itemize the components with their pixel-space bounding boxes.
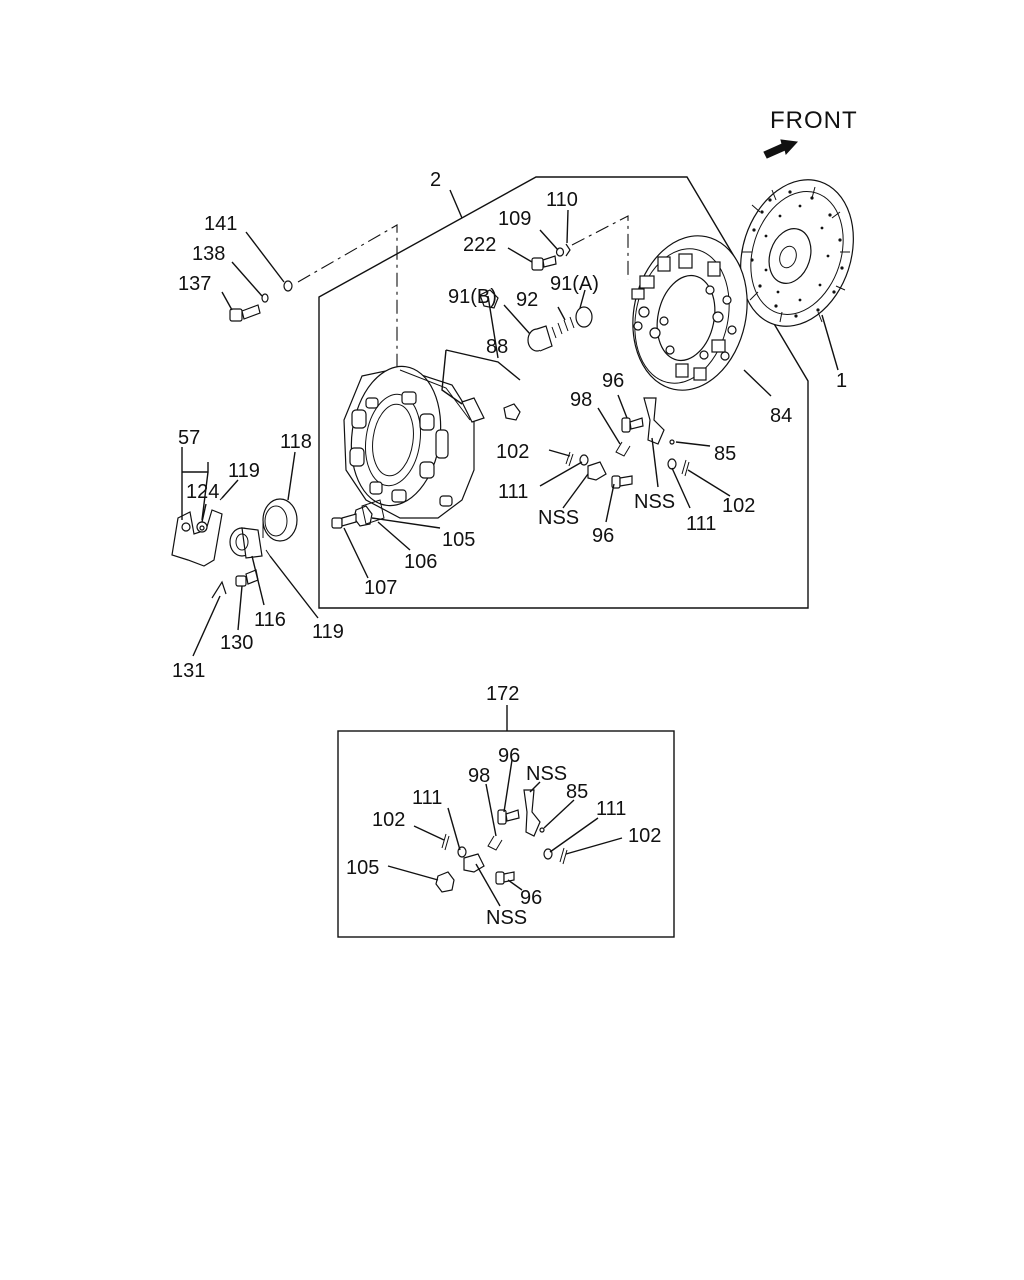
callout-nss3: NSS xyxy=(526,763,567,785)
callout-118: 118 xyxy=(280,431,312,453)
release-sleeve xyxy=(229,527,263,559)
callout-85a: 85 xyxy=(714,443,736,465)
clutch-cover xyxy=(343,365,475,519)
callout-119b: 119 xyxy=(312,621,344,643)
callout-172: 172 xyxy=(486,683,519,705)
kit-parts xyxy=(435,789,568,893)
callout-111c: 111 xyxy=(596,798,626,820)
callout-111a: 111 xyxy=(498,481,528,503)
callout-88: 88 xyxy=(486,336,508,358)
callout-labels: 2 110 109 222 141 138 137 91(B) 92 91(A)… xyxy=(172,169,847,929)
clutch-disc xyxy=(740,179,854,327)
callout-nss2: NSS xyxy=(634,491,675,513)
callout-96b: 96 xyxy=(592,525,614,547)
callout-138: 138 xyxy=(192,243,225,265)
callout-222: 222 xyxy=(463,234,496,256)
callout-85b: 85 xyxy=(566,781,588,803)
pressure-plate xyxy=(631,235,748,391)
callout-110: 110 xyxy=(546,189,578,211)
callout-116: 116 xyxy=(254,609,286,631)
callout-96a: 96 xyxy=(602,370,624,392)
kit-box xyxy=(337,730,675,938)
assembly-boundary xyxy=(318,176,809,609)
callout-1: 1 xyxy=(836,370,847,392)
callout-111d: 111 xyxy=(412,787,442,809)
callout-137: 137 xyxy=(178,273,211,295)
callout-57: 57 xyxy=(178,427,200,449)
callout-102b: 102 xyxy=(722,495,755,517)
callout-2: 2 xyxy=(430,169,441,191)
callout-109: 109 xyxy=(498,208,531,230)
callout-nss4: NSS xyxy=(486,907,527,929)
callout-84: 84 xyxy=(770,405,792,427)
callout-91b: 91(B) xyxy=(448,286,497,308)
callout-102c: 102 xyxy=(372,809,405,831)
front-indicator: FRONT xyxy=(763,107,858,159)
clutch-fork xyxy=(171,509,223,567)
callout-124: 124 xyxy=(186,481,219,503)
callout-102d: 102 xyxy=(628,825,661,847)
callout-105b: 105 xyxy=(346,857,379,879)
callout-141: 141 xyxy=(204,213,237,235)
leader-lines xyxy=(181,189,839,907)
callout-131: 131 xyxy=(172,660,205,682)
front-arrow-icon xyxy=(763,139,799,159)
alignment-lines xyxy=(297,215,629,368)
callout-102a: 102 xyxy=(496,441,529,463)
callout-107: 107 xyxy=(364,577,397,599)
callout-nss1: NSS xyxy=(538,507,579,529)
front-label: FRONT xyxy=(770,107,858,134)
callout-98b: 98 xyxy=(468,765,490,787)
callout-106: 106 xyxy=(404,551,437,573)
callout-96c: 96 xyxy=(498,745,520,767)
callout-96d: 96 xyxy=(520,887,542,909)
callout-92: 92 xyxy=(516,289,538,311)
release-bearing xyxy=(262,498,298,542)
callout-105a: 105 xyxy=(442,529,475,551)
callout-91a: 91(A) xyxy=(550,273,599,295)
callout-111b: 111 xyxy=(686,513,716,535)
callout-130: 130 xyxy=(220,632,253,654)
callout-119a: 119 xyxy=(228,460,260,482)
callout-98a: 98 xyxy=(570,389,592,411)
fork-hole xyxy=(181,522,191,532)
